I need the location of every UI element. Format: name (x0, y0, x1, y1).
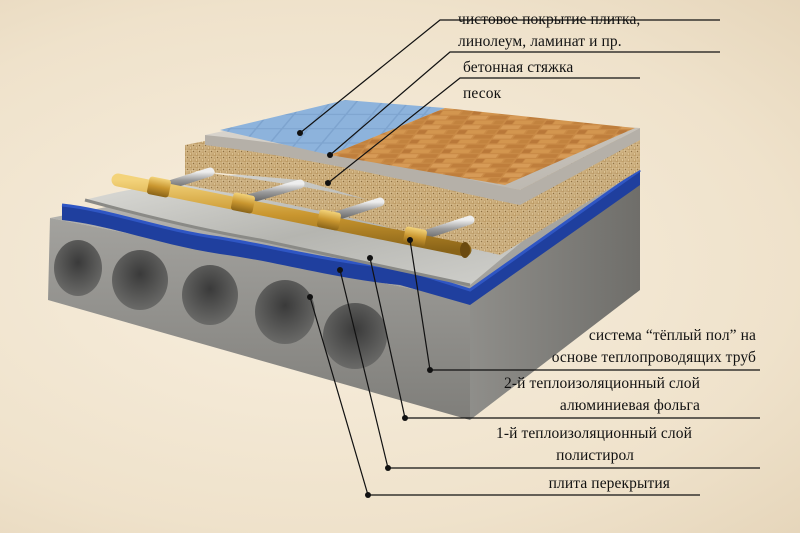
label-finish-line2: линолеум, ламинат и пр. (458, 33, 622, 50)
label-insul2-line1: 2-й теплоизоляционный слой (503, 375, 700, 392)
label-finish-line1: чистовое покрытие плитка, (458, 11, 641, 28)
leader-dots (297, 130, 433, 498)
polystyrene-layer (62, 170, 640, 305)
laminate-finish (330, 108, 635, 185)
sand-front (185, 140, 640, 255)
screed-front (205, 128, 640, 205)
slab-hollow-cores (54, 240, 387, 369)
label-insul2-line2: алюминиевая фольга (559, 397, 700, 414)
label-sand: песок (463, 85, 502, 102)
polystyrene-edge (61, 168, 641, 292)
label-insul1-line2: полистирол (556, 447, 634, 464)
tile-finish (220, 100, 445, 155)
foil-front-edge (84, 198, 471, 287)
label-heating-line2: основе теплопроводящих труб (551, 349, 756, 366)
label-heating-line1: система “тёплый пол” на (588, 327, 756, 344)
brass-manifold (111, 173, 472, 258)
label-screed: бетонная стяжка (463, 59, 574, 76)
slab-side (470, 175, 640, 420)
label-insul1-line1: 1-й теплоизоляционный слой (495, 425, 692, 442)
label-slab: плита перекрытия (548, 475, 670, 492)
